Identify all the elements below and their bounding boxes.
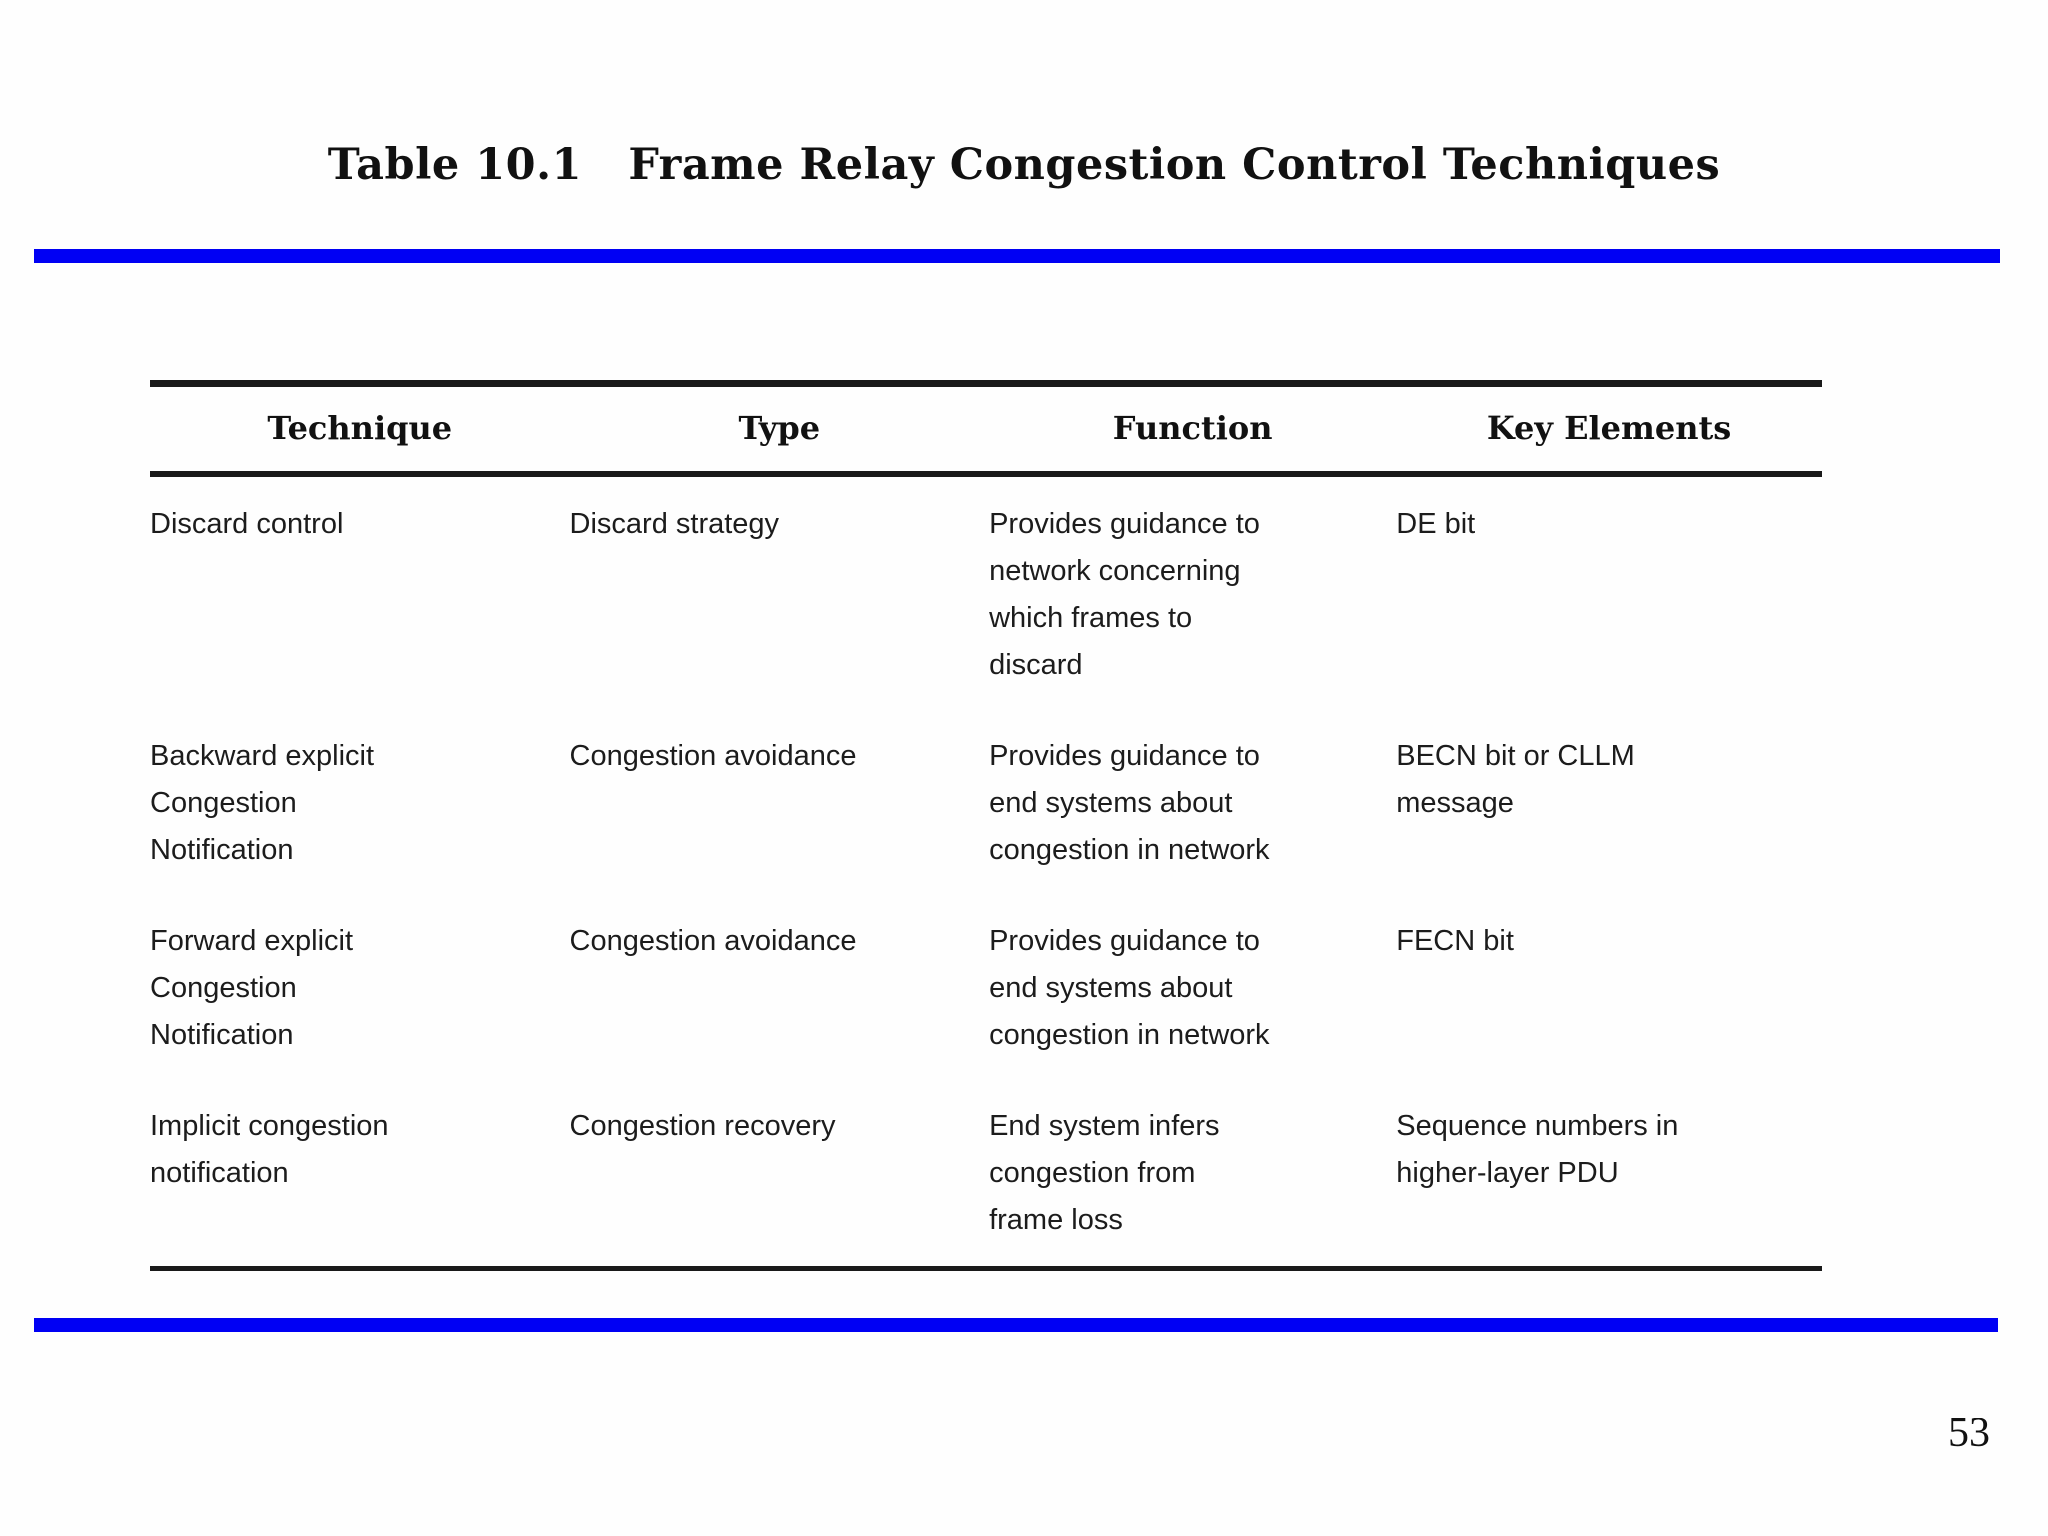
cell-line: message [1396,787,1514,819]
cell-line: BECN bit or CLLM [1396,740,1635,772]
page-number: 53 [1948,1418,1990,1456]
table-row: Implicit congestion notification Congesti… [150,1081,1822,1266]
table-body: Discard control Discard strategy Provide… [150,477,1822,1266]
cell-line: Provides guidance to [989,925,1260,957]
cell-type: Congestion avoidance [569,740,857,772]
cell-technique: Implicit congestion notification [150,1081,570,1266]
cell-function: End system infers congestion from frame lo… [989,1081,1396,1266]
cell-line: Notification [150,1019,294,1051]
cell-line: Implicit congestion [150,1110,389,1142]
cell-line: Congestion [150,972,297,1004]
cell-function: Provides guidance to end systems about con… [989,711,1396,896]
cell-line: end systems about [989,972,1233,1004]
table-rule-header [150,471,1822,477]
cell-technique: Discard control [150,508,344,540]
cell-line: congestion from [989,1157,1196,1189]
cell-key-elements: BECN bit or CLLM message [1396,711,1822,896]
top-accent-bar [34,249,2000,263]
cell-line: frame loss [989,1204,1123,1236]
congestion-control-table-body: Discard control Discard strategy Provide… [150,477,1822,1266]
cell-line: notification [150,1157,289,1189]
table-rule-bottom [150,1266,1822,1271]
cell-line: Provides guidance to [989,740,1260,772]
column-header-technique: Technique [267,409,453,447]
cell-key-elements: Sequence numbers in higher-layer PDU [1396,1081,1822,1266]
table-header-row: Technique Type Function Key Elements [150,387,1822,471]
cell-type: Congestion recovery [569,1110,836,1142]
congestion-control-table: Technique Type Function Key Elements [150,387,1822,471]
column-header-key-elements: Key Elements [1486,409,1732,447]
cell-line: higher-layer PDU [1396,1157,1619,1189]
cell-line: End system infers [989,1110,1220,1142]
cell-line: end systems about [989,787,1233,819]
column-header-type: Type [738,409,821,447]
cell-line: Notification [150,834,294,866]
cell-line: Provides guidance to [989,508,1260,540]
bottom-accent-bar [34,1318,1998,1332]
cell-function: Provides guidance to end systems about con… [989,896,1396,1081]
table-container: Technique Type Function Key Elements Dis… [150,380,1822,1271]
cell-key-elements: DE bit [1396,508,1476,540]
table-row: Discard control Discard strategy Provide… [150,477,1822,711]
cell-line: Sequence numbers in [1396,1110,1679,1142]
cell-function: Provides guidance to network concerning wh… [989,477,1396,711]
column-header-function: Function [1112,409,1273,447]
cell-line: Backward explicit [150,740,375,772]
page-title: Table 10.1 Frame Relay Congestion Contro… [327,140,1721,190]
cell-type: Discard strategy [569,508,780,540]
cell-key-elements: FECN bit [1396,925,1514,957]
cell-line: Congestion [150,787,297,819]
cell-line: network concerning [989,555,1241,587]
cell-line: Forward explicit [150,925,354,957]
cell-type: Congestion avoidance [569,925,857,957]
cell-line: discard [989,649,1083,681]
table-rule-top [150,380,1822,387]
cell-line: which frames to [989,602,1193,634]
cell-line: congestion in network [989,834,1270,866]
cell-line: congestion in network [989,1019,1270,1051]
